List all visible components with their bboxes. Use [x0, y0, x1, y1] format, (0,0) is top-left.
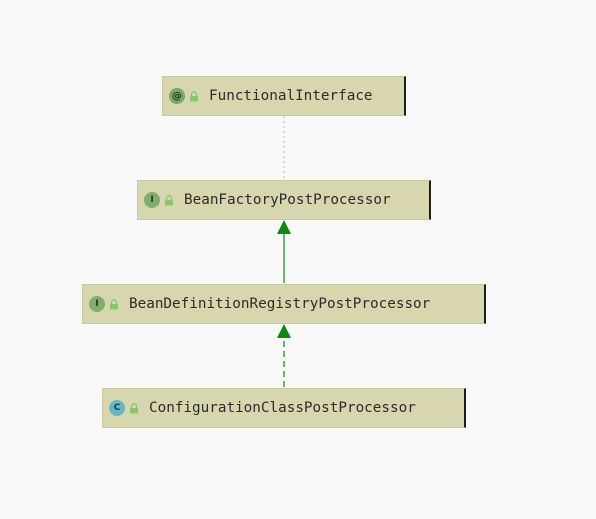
extends-arrowhead: [277, 220, 291, 234]
node-label: FunctionalInterface: [209, 88, 373, 104]
interface-icon: I: [89, 296, 105, 312]
node-bean-factory-post-processor[interactable]: I BeanFactoryPostProcessor: [137, 180, 431, 220]
node-bean-definition-registry-post-processor[interactable]: I BeanDefinitionRegistryPostProcessor: [82, 284, 486, 324]
lock-icon: [130, 402, 138, 413]
node-label: BeanFactoryPostProcessor: [184, 192, 391, 208]
implements-arrowhead: [277, 324, 291, 338]
class-icon: C: [109, 400, 125, 416]
lock-icon: [190, 90, 198, 101]
annotation-icon: @: [169, 88, 185, 104]
node-label: BeanDefinitionRegistryPostProcessor: [129, 296, 431, 312]
node-label: ConfigurationClassPostProcessor: [149, 400, 416, 416]
lock-icon: [110, 298, 118, 309]
interface-icon: I: [144, 192, 160, 208]
lock-icon: [165, 194, 173, 205]
node-configuration-class-post-processor[interactable]: C ConfigurationClassPostProcessor: [102, 388, 466, 428]
node-functional-interface[interactable]: @ FunctionalInterface: [162, 76, 406, 116]
